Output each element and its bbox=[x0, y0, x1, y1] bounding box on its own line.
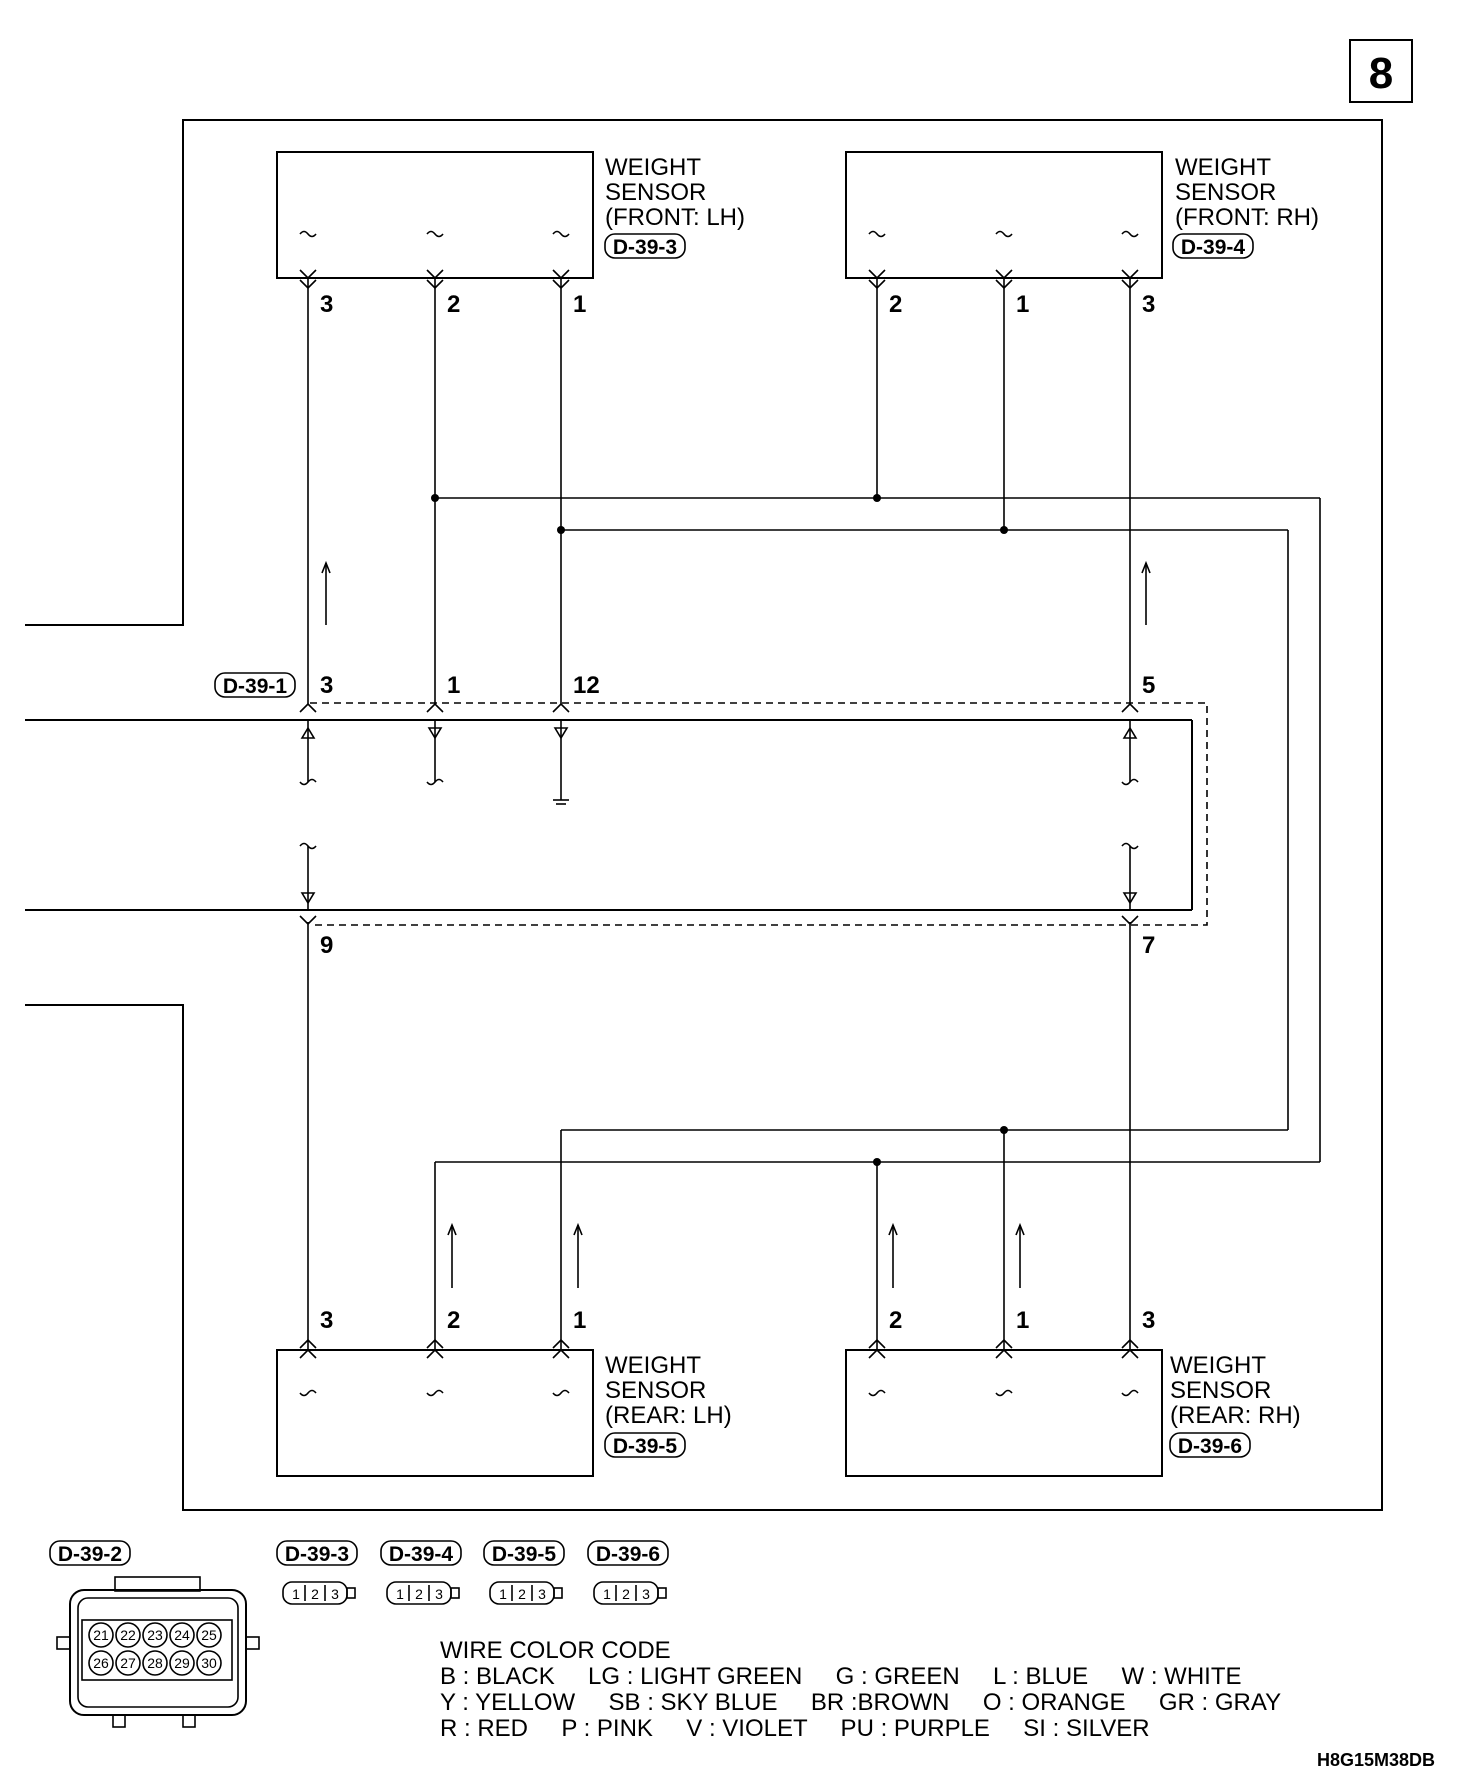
sensor-rear-rh-title: WEIGHT bbox=[1170, 1352, 1266, 1379]
sensor-rear-rh-subtitle: SENSOR bbox=[1170, 1377, 1271, 1404]
pin-numbers: 3 2 1 2 1 3 3 1 12 5 9 7 3 2 1 2 1 3 bbox=[320, 291, 1155, 1334]
sensor-rear-lh: WEIGHT SENSOR (REAR: LH) D-39-5 bbox=[276, 1349, 732, 1477]
sensor-rear-rh: WEIGHT SENSOR (REAR: RH) D-39-6 bbox=[845, 1349, 1301, 1477]
ecu-bottom-pin-9: 9 bbox=[320, 932, 333, 959]
splice-points bbox=[431, 494, 1008, 1166]
connector-view-d39-3: D-39-3 1 2 3 bbox=[276, 1540, 358, 1605]
connector-view-d39-5: D-39-5 1 2 3 bbox=[483, 1540, 565, 1605]
sensor-rear-rh-connector: D-39-6 bbox=[1178, 1435, 1242, 1458]
connector-view-d39-6-pin-1: 1 bbox=[603, 1586, 611, 1602]
connector-view-d39-5-label: D-39-5 bbox=[492, 1543, 557, 1566]
connector-view-d39-6-pin-2: 2 bbox=[622, 1586, 630, 1602]
connector-view-d39-6-pin-3: 3 bbox=[642, 1586, 650, 1602]
connector-view-d39-5-pin-1: 1 bbox=[499, 1586, 507, 1602]
front-rh-pin-c: 3 bbox=[1142, 291, 1155, 318]
signal-arrows bbox=[321, 560, 1151, 1288]
ecu-connector-outline bbox=[214, 672, 296, 698]
sensor-front-rh-connector: D-39-4 bbox=[1181, 236, 1246, 259]
sensor-front-rh-subtitle: SENSOR bbox=[1175, 179, 1276, 206]
sensor-terminals bbox=[299, 230, 1139, 1397]
sensor-rear-lh-title: WEIGHT bbox=[605, 1352, 701, 1379]
sensor-front-lh-title: WEIGHT bbox=[605, 154, 701, 181]
sensor-front-rh: WEIGHT SENSOR (FRONT: RH) D-39-4 bbox=[845, 151, 1319, 279]
rear-lh-pin-a: 3 bbox=[320, 1307, 333, 1334]
sensor-rear-rh-position: (REAR: RH) bbox=[1170, 1402, 1301, 1429]
cell-25: 25 bbox=[201, 1627, 217, 1643]
rear-rh-pin-c: 3 bbox=[1142, 1307, 1155, 1334]
page-number-box: 8 bbox=[1349, 39, 1413, 103]
cell-27: 27 bbox=[120, 1655, 136, 1671]
front-rh-pin-b: 1 bbox=[1016, 291, 1029, 318]
rear-rh-pin-a: 2 bbox=[889, 1307, 902, 1334]
connector-view-main-label: D-39-2 bbox=[58, 1543, 122, 1566]
connector-view-d39-6: D-39-6 1 2 3 bbox=[587, 1540, 669, 1605]
sensor-front-lh-subtitle: SENSOR bbox=[605, 179, 706, 206]
connector-view-main: D-39-2 21 22 23 24 25 26 27 28 bbox=[49, 1540, 260, 1728]
connector-view-d39-4: D-39-4 1 2 3 bbox=[380, 1540, 462, 1605]
connector-view-d39-3-pin-3: 3 bbox=[331, 1586, 339, 1602]
cell-21: 21 bbox=[93, 1627, 109, 1643]
ecu-top-pin-1: 1 bbox=[447, 672, 460, 699]
connector-view-d39-4-pin-3: 3 bbox=[435, 1586, 443, 1602]
cell-26: 26 bbox=[93, 1655, 109, 1671]
front-lh-pin-b: 2 bbox=[447, 291, 460, 318]
connector-view-d39-6-label: D-39-6 bbox=[596, 1543, 660, 1566]
sensor-rear-lh-connector: D-39-5 bbox=[613, 1435, 678, 1458]
figure-code: H8G15M38DB bbox=[1317, 1750, 1435, 1770]
rear-lh-pin-c: 1 bbox=[573, 1307, 586, 1334]
wire-color-legend-title: WIRE COLOR CODE bbox=[440, 1637, 671, 1664]
connector-view-main-cells: 21 22 23 24 25 26 27 28 29 30 bbox=[88, 1622, 222, 1676]
ecu-terminals bbox=[299, 702, 1139, 926]
cell-30: 30 bbox=[201, 1655, 217, 1671]
connector-view-d39-5-pin-2: 2 bbox=[518, 1586, 526, 1602]
wire-color-legend-line-1: B : BLACK LG : LIGHT GREEN G : GREEN L :… bbox=[440, 1663, 1242, 1690]
ecu-connector-dashed-outline bbox=[310, 702, 1208, 926]
cell-24: 24 bbox=[174, 1627, 190, 1643]
ecu-connector-label: D-39-1 bbox=[223, 675, 288, 698]
rear-lh-pin-b: 2 bbox=[447, 1307, 460, 1334]
cell-29: 29 bbox=[174, 1655, 190, 1671]
wire-color-legend-line-2: Y : YELLOW SB : SKY BLUE BR :BROWN O : O… bbox=[440, 1689, 1281, 1716]
sensor-rear-lh-subtitle: SENSOR bbox=[605, 1377, 706, 1404]
sensor-front-rh-position: (FRONT: RH) bbox=[1175, 204, 1319, 231]
wire-color-legend: WIRE COLOR CODE B : BLACK LG : LIGHT GRE… bbox=[440, 1637, 1281, 1742]
ecu-bottom-pin-7: 7 bbox=[1142, 932, 1155, 959]
harness-frame bbox=[25, 119, 1383, 1511]
wire-color-legend-line-3: R : RED P : PINK V : VIOLET PU : PURPLE … bbox=[440, 1715, 1150, 1742]
connector-view-d39-3-pin-2: 2 bbox=[311, 1586, 319, 1602]
sensor-front-lh: WEIGHT SENSOR (FRONT: LH) D-39-3 bbox=[276, 151, 745, 279]
cell-22: 22 bbox=[120, 1627, 136, 1643]
connector-view-d39-4-label: D-39-4 bbox=[389, 1543, 454, 1566]
sensor-rear-lh-position: (REAR: LH) bbox=[605, 1402, 732, 1429]
ecu-top-pin-12: 12 bbox=[573, 672, 600, 699]
rear-rh-pin-b: 1 bbox=[1016, 1307, 1029, 1334]
connector-view-d39-5-pin-3: 3 bbox=[538, 1586, 546, 1602]
cell-23: 23 bbox=[147, 1627, 163, 1643]
ecu-body bbox=[25, 702, 1208, 926]
cell-28: 28 bbox=[147, 1655, 163, 1671]
ecu-top-pin-3: 3 bbox=[320, 672, 333, 699]
front-lh-pin-c: 1 bbox=[573, 291, 586, 318]
sensor-front-lh-connector: D-39-3 bbox=[613, 236, 677, 259]
ecu-top-pin-5: 5 bbox=[1142, 672, 1155, 699]
connector-view-d39-4-pin-1: 1 bbox=[396, 1586, 404, 1602]
connector-view-d39-3-label: D-39-3 bbox=[285, 1543, 349, 1566]
sensor-front-rh-title: WEIGHT bbox=[1175, 154, 1271, 181]
front-lh-pin-a: 3 bbox=[320, 291, 333, 318]
sensor-front-lh-position: (FRONT: LH) bbox=[605, 204, 745, 231]
connector-view-d39-3-pin-1: 1 bbox=[292, 1586, 300, 1602]
wires bbox=[307, 278, 1321, 1350]
page-number: 8 bbox=[1369, 49, 1393, 98]
front-rh-pin-a: 2 bbox=[889, 291, 902, 318]
connector-view-d39-4-pin-2: 2 bbox=[415, 1586, 423, 1602]
